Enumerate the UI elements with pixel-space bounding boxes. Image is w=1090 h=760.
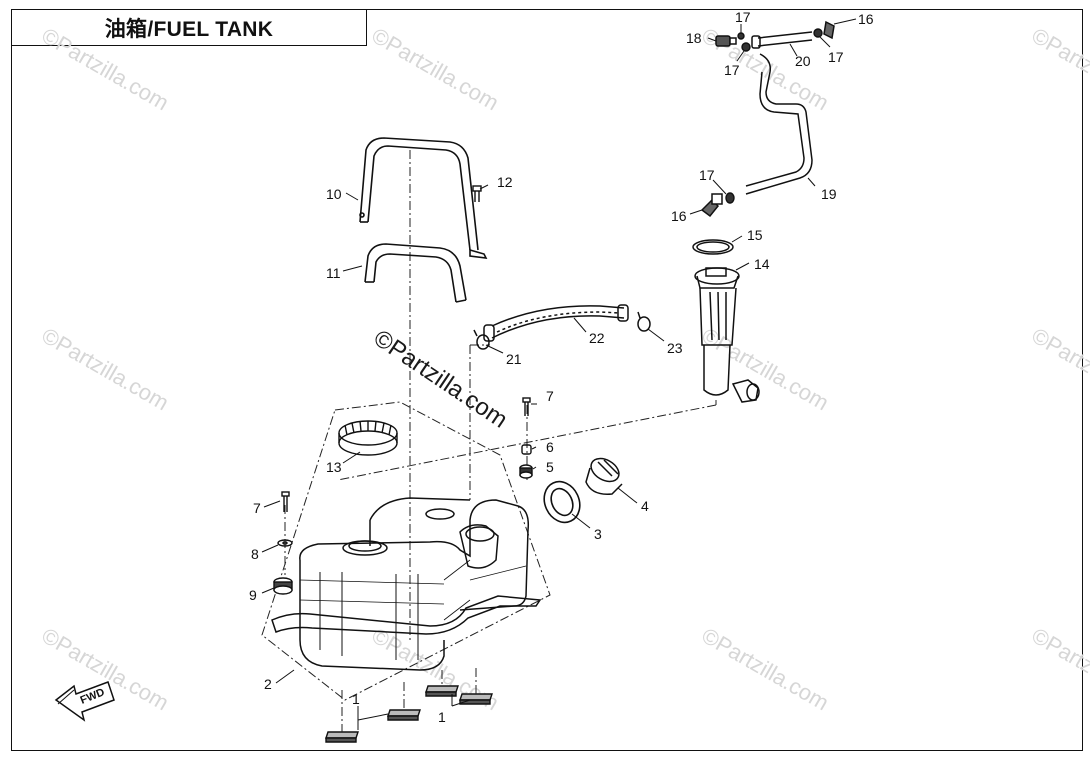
callout-9: 9 [249,587,257,603]
callout-11: 11 [326,265,341,281]
diagram-title: 油箱/FUEL TANK [104,17,274,41]
part-5-grommet [519,464,533,479]
leader-lines [261,18,857,730]
callout-12: 12 [497,174,513,190]
callout-20: 20 [795,53,811,69]
part-16-connector-upper [823,20,835,40]
callout-labels: 10 11 12 13 7 6 5 3 4 7 8 9 2 1 1 22 21 … [249,9,874,725]
watermark-tiles: ©Partzilla.com ©Partzilla.com ©Partzilla… [38,23,1090,716]
part-11-lower-strap [364,243,467,303]
part-12-bolt [472,185,482,202]
watermark-tile: ©Partzilla.com [698,623,834,716]
callout-18: 18 [686,30,702,46]
part-13-locking-ring [338,420,398,456]
callout-1-left: 1 [352,691,360,707]
callout-21: 21 [506,351,522,367]
watermark-tile: ©Partzilla.com [368,23,504,116]
part-8-washer [277,539,293,547]
callout-10: 10 [326,186,342,202]
part-21-clamp [473,329,490,350]
part-3-gasket [543,480,581,524]
watermark-tile: ©Partzilla.com [1028,623,1090,716]
assembly-lines [261,150,717,701]
callout-6: 6 [546,439,554,455]
pad-alignment-lines [341,668,477,732]
part-18-connector [715,35,737,47]
part-14-fuel-pump [694,267,760,403]
part-23-clamp [637,311,651,332]
part-20-hose [751,31,813,49]
callout-8: 8 [251,546,259,562]
callout-19: 19 [821,186,837,202]
part-1-pads [325,685,493,743]
callout-23: 23 [667,340,683,356]
callout-7-upper: 7 [546,388,554,404]
callout-14: 14 [754,256,770,272]
callout-17-right: 17 [828,49,844,65]
callout-7-lower: 7 [253,500,261,516]
watermark-tile: ©Partzilla.com [1028,23,1090,116]
part-19-fuel-line [745,53,813,195]
callout-1-right: 1 [438,709,446,725]
callout-22: 22 [589,330,605,346]
diagram-title-box: 油箱/FUEL TANK [11,9,367,46]
callout-16-upper: 16 [858,11,874,27]
callout-15: 15 [747,227,763,243]
fwd-direction-arrow: FWD [54,681,115,722]
callout-17-mid: 17 [724,62,740,78]
part-17-clamps-upper [737,28,823,52]
part-22-fuel-hose [483,304,629,342]
callout-3: 3 [594,526,602,542]
callout-5: 5 [546,459,554,475]
part-2-fuel-tank [271,497,542,671]
part-15-o-ring [692,239,734,255]
part-9-grommet [273,577,293,595]
callout-17-top: 17 [735,9,751,25]
part-10-upper-strap [359,137,488,259]
callout-2: 2 [264,676,272,692]
callout-13: 13 [326,459,342,475]
watermark-tile: ©Partzilla.com [38,23,174,116]
part-6-washer [521,444,532,455]
part-7-bolt [281,397,531,512]
part-16-connector-lower [700,193,723,218]
watermark-tile: ©Partzilla.com [1028,323,1090,416]
callout-17-lower: 17 [699,167,715,183]
watermark-tile: ©Partzilla.com [698,323,834,416]
part-17-clamp-lower [725,192,735,204]
callout-4: 4 [641,498,649,514]
watermark-tile: ©Partzilla.com [38,323,174,416]
callout-16-lower: 16 [671,208,687,224]
part-4-fuel-cap [585,457,623,495]
